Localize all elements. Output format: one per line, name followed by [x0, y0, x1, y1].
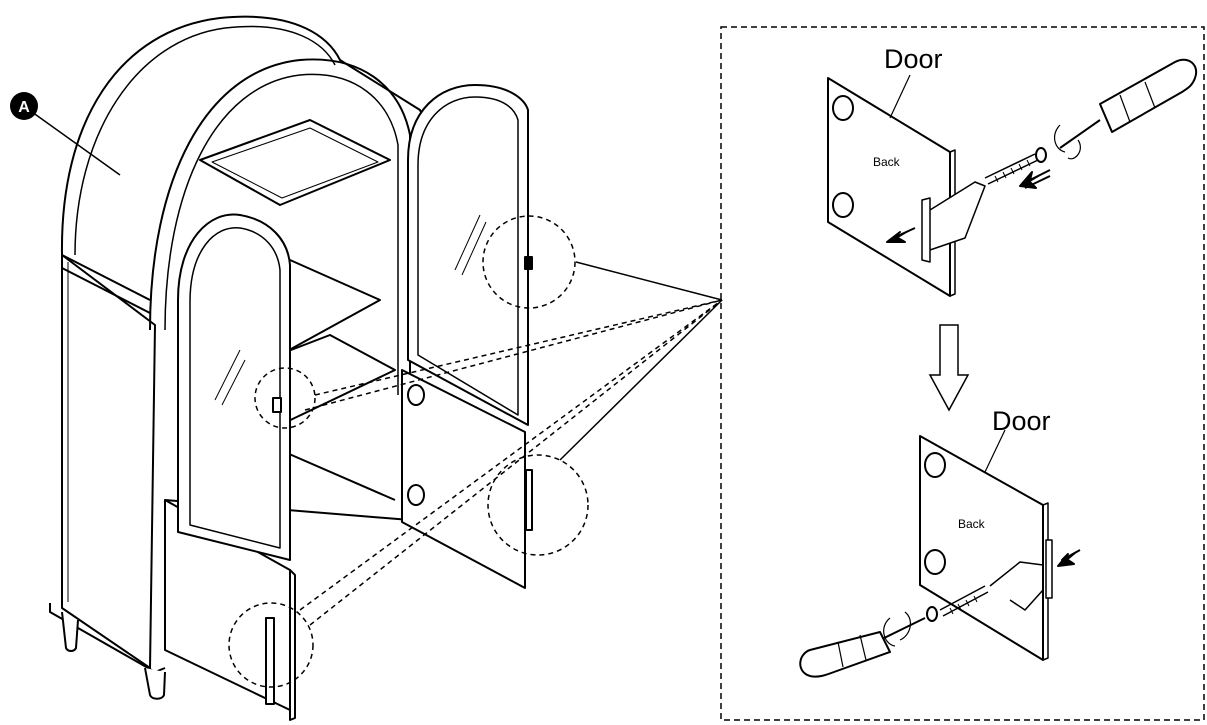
middle-door-handle: [525, 469, 533, 531]
door-label-top: Door: [884, 44, 943, 74]
leader-lines: [299, 261, 723, 626]
detail-top: [827, 58, 1198, 297]
hinge-bracket-top: [921, 181, 986, 263]
down-arrow-icon: [928, 324, 970, 412]
push-arrow-icon: [1019, 169, 1051, 189]
callout-circles: [228, 215, 589, 688]
screwdriver-icon-bottom: [799, 617, 926, 678]
leg-front: [144, 667, 166, 700]
handle-bottom: [1045, 539, 1053, 599]
leg-left: [61, 611, 79, 652]
rotation-arrow-icon: [1053, 124, 1081, 160]
cabinet-illustration: [49, 15, 533, 721]
rotation-arrow-icon-bottom: [883, 611, 912, 647]
back-label-bottom: Back: [958, 517, 986, 531]
cabinet-plinth: [49, 603, 166, 673]
left-door-latch: [272, 397, 282, 413]
push-arrow-icon-bottom: [1057, 549, 1081, 567]
door-label-bottom: Door: [992, 406, 1051, 436]
cabinet-front-arch: [149, 58, 411, 400]
callout-middle-handle: [487, 454, 589, 556]
top-shelf: [199, 119, 391, 206]
pull-arrow-icon: [886, 227, 916, 243]
callout-bottom-handle: [228, 602, 314, 688]
right-door-hinge: [524, 256, 533, 270]
middle-solid-door: [401, 369, 526, 589]
callout-left-latch: [254, 367, 316, 429]
part-marker-letter: A: [18, 99, 30, 116]
bottom-door-handle: [265, 617, 275, 705]
detail-bottom: [799, 429, 1081, 678]
cabinet-left-side: [61, 254, 156, 669]
left-glass-door: [177, 213, 291, 561]
right-glass-door: [407, 84, 529, 426]
back-label-top: Back: [873, 155, 901, 169]
screw-bottom: [939, 585, 989, 617]
screwdriver-icon: [1059, 58, 1198, 149]
part-marker-a: A: [10, 92, 121, 176]
bottom-solid-door: [289, 569, 296, 721]
callout-right-hinge: [482, 215, 576, 309]
detail-box: [720, 26, 1205, 721]
